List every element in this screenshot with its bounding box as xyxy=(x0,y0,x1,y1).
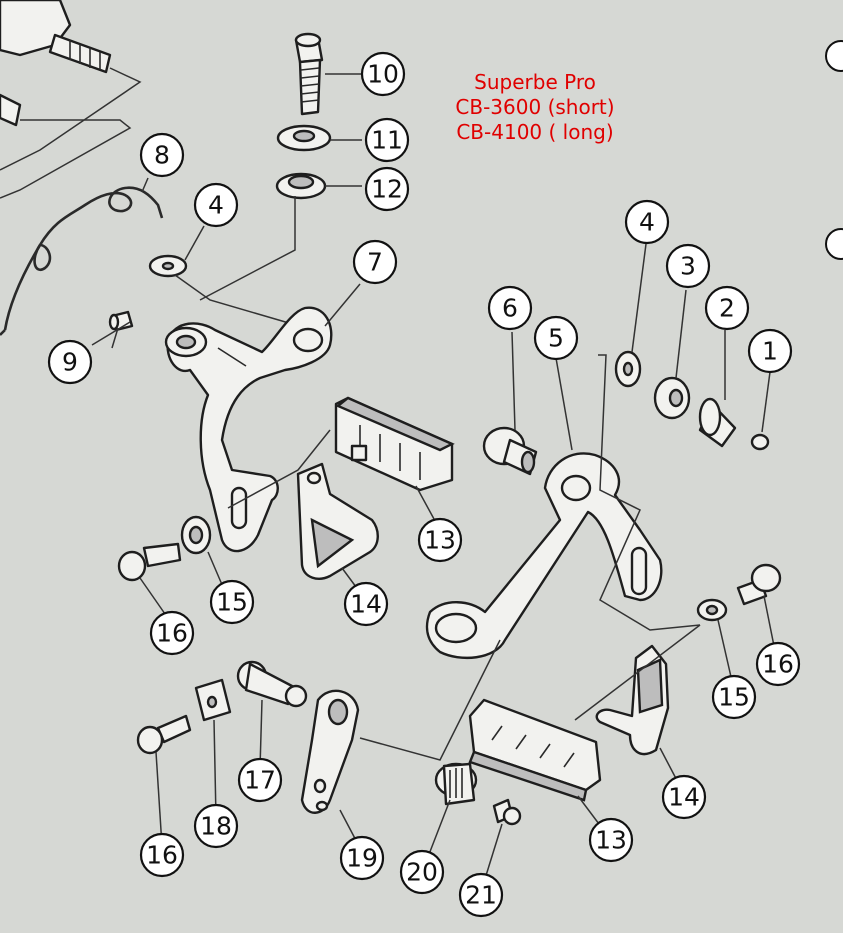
rear-washer-15 xyxy=(696,598,728,622)
callout-1-label: 1 xyxy=(762,337,778,366)
callout-13-front-label: 13 xyxy=(424,526,456,555)
callout-7: 7 xyxy=(352,239,398,285)
center-bolt xyxy=(294,32,324,116)
callout-20: 20 xyxy=(399,849,445,895)
callout-9: 9 xyxy=(47,339,93,385)
callout-5: 5 xyxy=(533,315,579,361)
callout-3: 3 xyxy=(665,243,711,289)
lower-bolt-16 xyxy=(136,714,192,755)
callout-12: 12 xyxy=(364,166,410,212)
washer-lower xyxy=(614,350,642,388)
small-screw-21 xyxy=(492,798,522,826)
square-nut-18 xyxy=(194,678,232,722)
rear-brake-shoe xyxy=(468,698,602,802)
model-long-variant: CB-4100 ( long) xyxy=(456,120,614,144)
callout-13-rear: 13 xyxy=(588,817,634,863)
callout-15-front-label: 15 xyxy=(216,588,248,617)
callout-13-rear-label: 13 xyxy=(595,826,627,855)
callout-16-lower-label: 16 xyxy=(146,841,178,870)
callout-14-rear: 14 xyxy=(661,774,707,820)
nut-3 xyxy=(653,376,691,420)
cone-nut-2 xyxy=(698,397,737,448)
front-brake-shoe xyxy=(334,396,455,492)
callout-18-label: 18 xyxy=(200,812,232,841)
callout-1: 1 xyxy=(747,328,793,374)
pivot-bushing xyxy=(482,426,538,476)
return-spring xyxy=(0,186,164,336)
callout-6: 6 xyxy=(487,285,533,331)
callout-3-label: 3 xyxy=(680,252,696,281)
callout-16-front-label: 16 xyxy=(156,619,188,648)
front-bolt-16 xyxy=(117,542,182,582)
callout-8-label: 8 xyxy=(154,141,170,170)
callout-13-front: 13 xyxy=(417,517,463,563)
callout-6-label: 6 xyxy=(502,294,518,323)
callout-4-lower: 4 xyxy=(624,199,670,245)
rear-caliper-arm xyxy=(425,452,663,659)
front-shoe-plate xyxy=(296,462,379,580)
callout-15-front: 15 xyxy=(209,579,255,625)
callout-15-rear: 15 xyxy=(711,674,757,720)
callout-16-lower: 16 xyxy=(139,832,185,878)
end-screw-1 xyxy=(750,433,770,451)
callout-11-label: 11 xyxy=(371,126,403,155)
cable-anchor-17 xyxy=(236,660,308,708)
callout-4-lower-label: 4 xyxy=(639,208,655,237)
callout-16-rear: 16 xyxy=(755,641,801,687)
callout-12-label: 12 xyxy=(371,175,403,204)
callout-2-label: 2 xyxy=(719,294,735,323)
callout-21-label: 21 xyxy=(465,881,497,910)
adjuster-20 xyxy=(434,762,478,806)
callout-14-rear-label: 14 xyxy=(668,783,700,812)
model-title-block: Superbe Pro CB-3600 (short) CB-4100 ( lo… xyxy=(430,70,640,145)
callout-8: 8 xyxy=(139,132,185,178)
callout-20-label: 20 xyxy=(406,858,438,887)
washer-upper xyxy=(148,254,188,278)
callout-19: 19 xyxy=(339,835,385,881)
callout-7-label: 7 xyxy=(367,248,383,277)
cable-stop-plate-19 xyxy=(300,689,360,814)
callout-17: 17 xyxy=(237,757,283,803)
callout-4-upper: 4 xyxy=(193,182,239,228)
callout-leaders xyxy=(111,73,777,883)
callout-15-rear-label: 15 xyxy=(718,683,750,712)
callout-16-front: 16 xyxy=(149,610,195,656)
callout-19-label: 19 xyxy=(346,844,378,873)
callout-2: 2 xyxy=(704,285,750,331)
model-short-variant: CB-3600 (short) xyxy=(455,95,615,119)
callout-11: 11 xyxy=(364,117,410,163)
callout-10: 10 xyxy=(360,51,406,97)
washer-12 xyxy=(275,172,327,200)
callout-4-upper-label: 4 xyxy=(208,191,224,220)
set-screw xyxy=(108,310,134,332)
callout-16-rear-label: 16 xyxy=(762,650,794,679)
rear-shoe-plate xyxy=(595,644,670,756)
front-caliper-arm xyxy=(164,306,333,553)
callout-18: 18 xyxy=(193,803,239,849)
callout-14-front: 14 xyxy=(343,581,389,627)
callout-14-front-label: 14 xyxy=(350,590,382,619)
callout-5-label: 5 xyxy=(548,324,564,353)
callout-9-label: 9 xyxy=(62,348,78,377)
model-name: Superbe Pro xyxy=(474,70,596,94)
callout-17-label: 17 xyxy=(244,766,276,795)
callout-10-label: 10 xyxy=(367,60,399,89)
top-left-axle-part xyxy=(0,0,142,199)
callout-21: 21 xyxy=(458,872,504,918)
rear-bolt-16 xyxy=(736,563,782,606)
front-washer-15 xyxy=(180,515,212,555)
washer-11 xyxy=(276,124,332,152)
